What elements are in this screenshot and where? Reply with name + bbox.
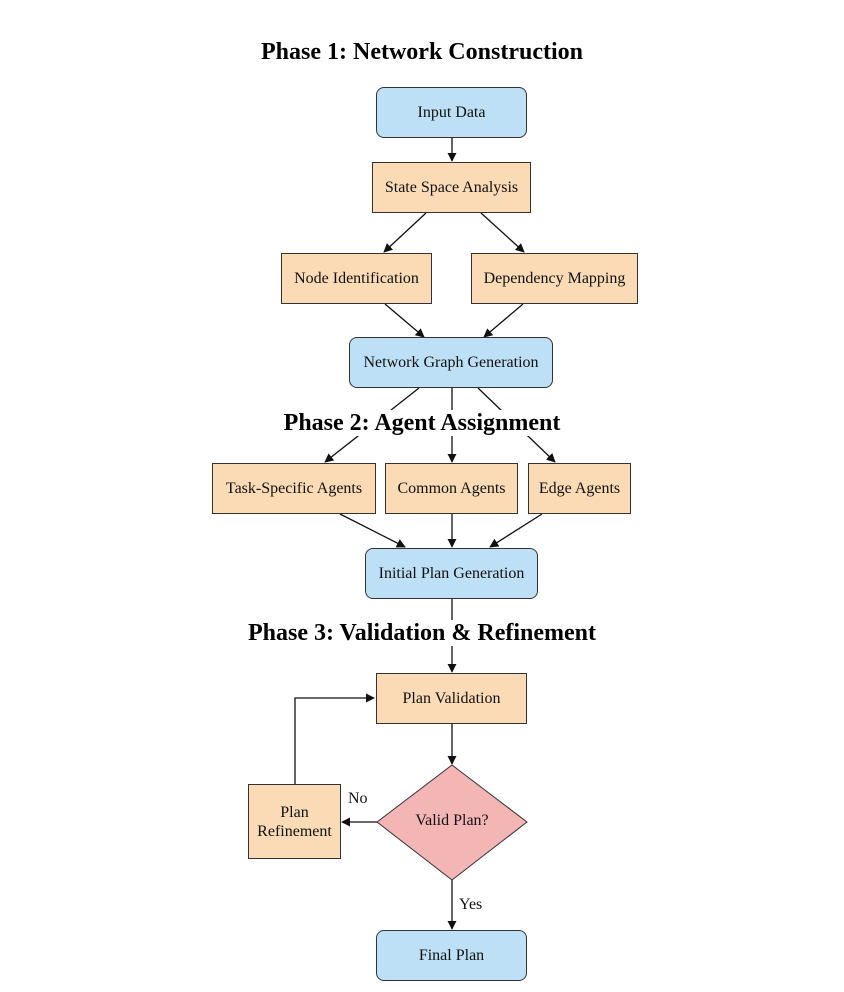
node-state-space-analysis: State Space Analysis [372,162,531,213]
node-final-plan: Final Plan [376,930,527,981]
arrow-statespace-to-node-id [383,212,427,253]
node-dependency-mapping: Dependency Mapping [471,253,638,304]
arrow-refinement-to-validation [294,693,375,784]
node-edge-agents: Edge Agents [528,463,631,514]
node-input-data: Input Data [376,87,527,138]
arrow-node-id-to-graph [384,303,425,338]
node-network-graph-generation: Network Graph Generation [349,337,553,388]
node-node-identification: Node Identification [281,253,432,304]
node-plan-validation: Plan Validation [376,673,527,724]
phase-1-title: Phase 1: Network Construction [261,39,583,65]
phase-2-title-text: Phase 2: Agent Assignment [279,410,565,436]
phase-3-title-text: Phase 3: Validation & Refinement [244,620,600,646]
node-plan-refinement: Plan Refinement [248,784,341,859]
node-task-specific-agents: Task-Specific Agents [212,463,376,514]
plan-refinement-line1: Plan [280,803,309,821]
edge-label-no: No [348,790,368,807]
plan-refinement-line2: Refinement [257,822,332,840]
decision-valid-plan-diamond [376,764,528,881]
decision-valid-plan-label: Valid Plan? [415,812,489,829]
node-common-agents: Common Agents [385,463,518,514]
arrow-task-agents-to-initial [339,513,406,548]
arrow-statespace-to-dependency [480,212,525,253]
arrow-edge-agents-to-initial [489,513,543,548]
phase-2-title: Phase 2: Agent Assignment [0,410,844,436]
edge-label-yes: Yes [459,896,483,913]
phase-3-title: Phase 3: Validation & Refinement [0,620,844,646]
arrow-dependency-to-graph [483,303,524,338]
node-initial-plan-generation: Initial Plan Generation [365,548,538,599]
